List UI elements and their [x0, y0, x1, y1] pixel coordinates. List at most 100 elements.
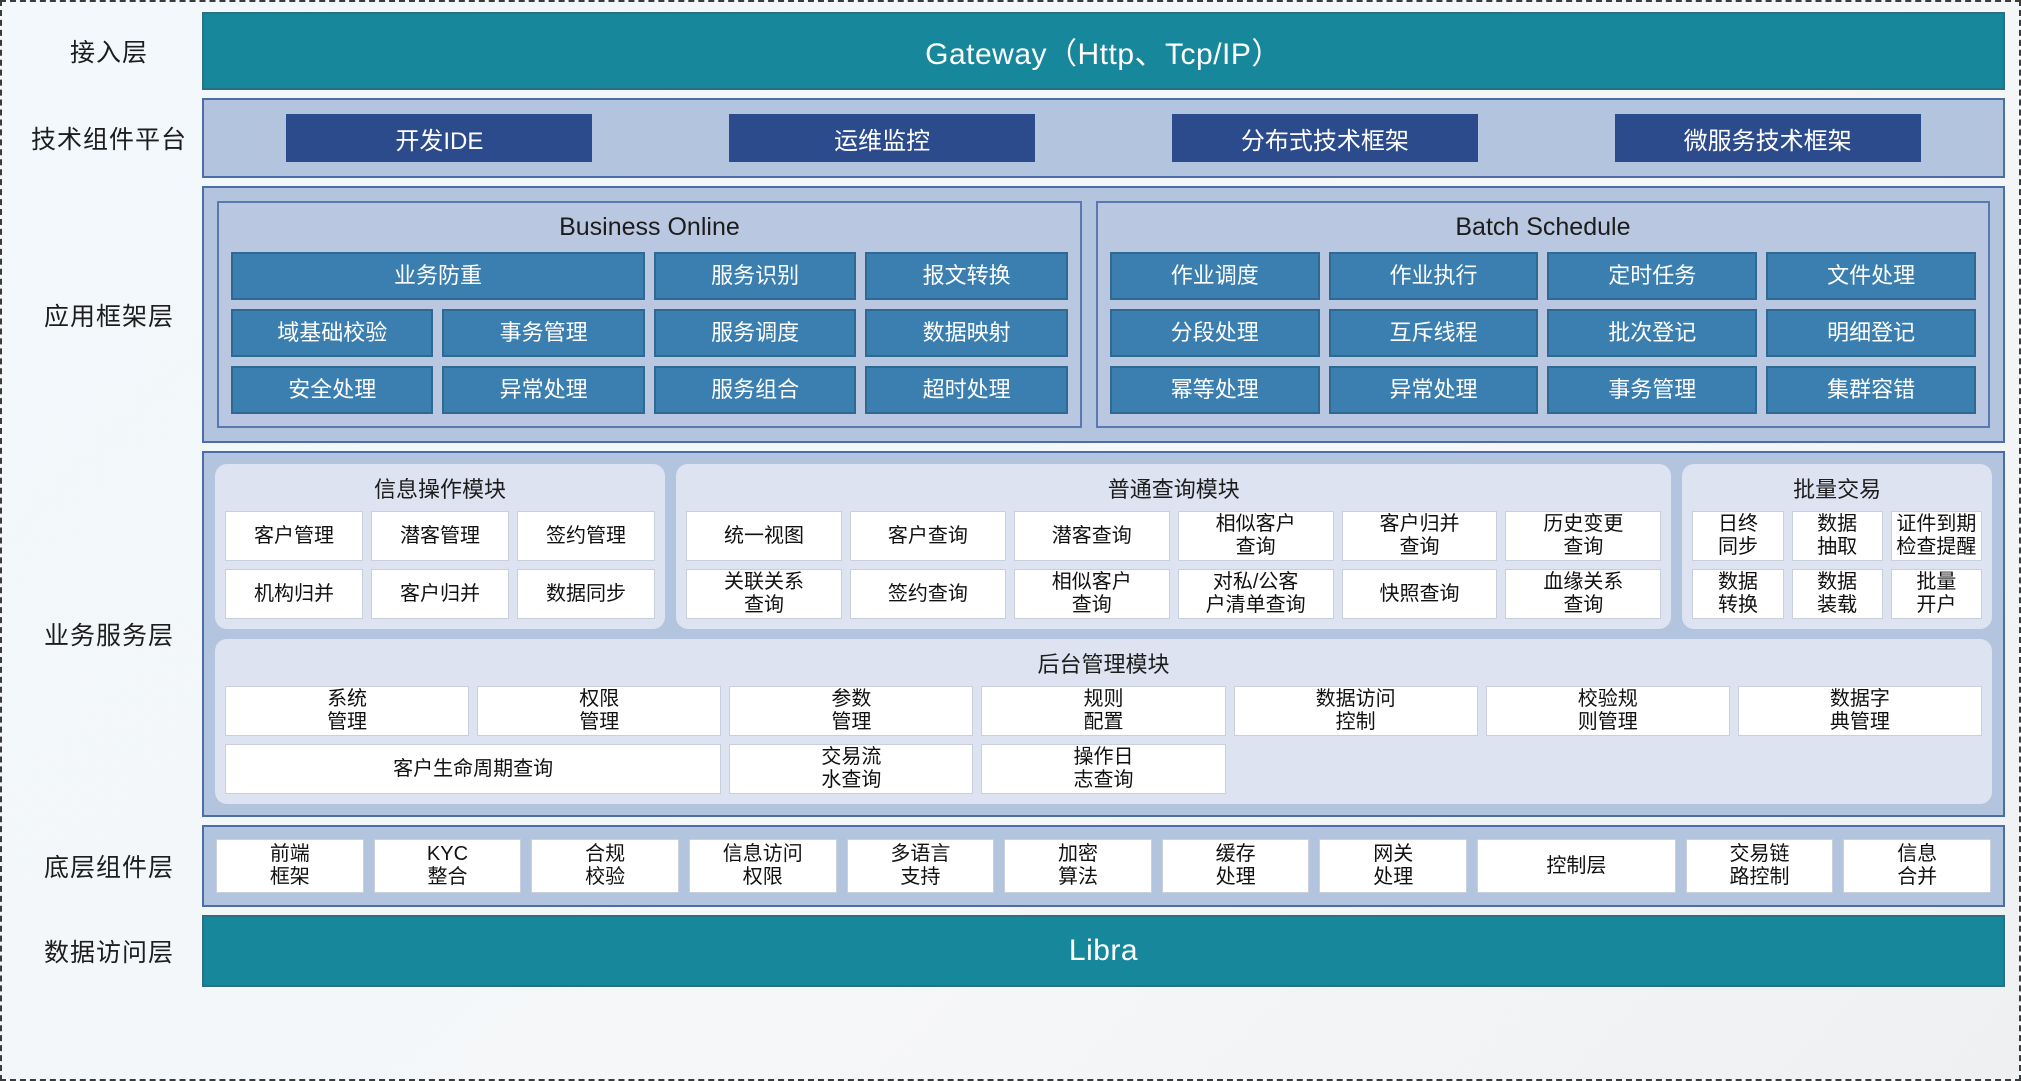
- business-online-grid: 业务防重 服务识别 报文转换 域基础校验 事务管理 服务调度 数据映射 安全处理…: [231, 252, 1068, 414]
- module-title-batch-transaction: 批量交易: [1793, 477, 1882, 502]
- gateway-bar: Gateway（Http、Tcp/IP）: [202, 12, 2005, 90]
- bo-cell-3[interactable]: 报文转换: [865, 252, 1068, 300]
- batch-cell-5[interactable]: 数据装载: [1791, 569, 1883, 619]
- admin-cell-6[interactable]: 校验规则管理: [1485, 686, 1730, 736]
- bo-cell-6[interactable]: 服务调度: [653, 309, 857, 357]
- app-framework-container: Business Online 业务防重 服务识别 报文转换 域基础校验 事务管…: [202, 186, 2005, 443]
- layer-label-component: 底层组件层: [43, 854, 174, 882]
- panel-batch-schedule: Batch Schedule 作业调度 作业执行 定时任务 文件处理 分段处理 …: [1095, 201, 1990, 428]
- component-cell-6[interactable]: 加密算法: [1004, 839, 1152, 893]
- component-cell-7[interactable]: 缓存处理: [1161, 839, 1310, 893]
- admin-cell-10[interactable]: 操作日志查询: [981, 744, 1226, 794]
- query-cell-2[interactable]: 客户查询: [849, 511, 1006, 561]
- layer-access: 接入层 Gateway（Http、Tcp/IP）: [16, 12, 2005, 90]
- admin-cell-9[interactable]: 交易流水查询: [729, 744, 974, 794]
- query-cell-6[interactable]: 历史变更查询: [1505, 511, 1662, 561]
- component-cell-11[interactable]: 信息合并: [1843, 839, 1992, 893]
- bs-cell-5[interactable]: 分段处理: [1109, 309, 1320, 357]
- bs-cell-7[interactable]: 批次登记: [1547, 309, 1758, 357]
- bo-cell-8[interactable]: 安全处理: [231, 366, 434, 414]
- batch-cell-1[interactable]: 日终同步: [1692, 511, 1784, 561]
- admin-cell-7[interactable]: 数据字典管理: [1737, 686, 1982, 736]
- query-cell-5[interactable]: 客户归并查询: [1341, 511, 1498, 561]
- info-cell-6[interactable]: 数据同步: [517, 569, 656, 619]
- admin-cell-8[interactable]: 客户生命周期查询: [225, 744, 722, 794]
- bs-cell-4[interactable]: 文件处理: [1766, 252, 1976, 300]
- business-service-container: 信息操作模块 客户管理 潜客管理 签约管理 机构归并 客户归并 数据同步 普通查…: [202, 451, 2005, 817]
- batch-cell-4[interactable]: 数据转换: [1692, 569, 1784, 619]
- info-operation-grid: 客户管理 潜客管理 签约管理 机构归并 客户归并 数据同步: [225, 511, 656, 619]
- tech-item-microservice-framework[interactable]: 微服务技术框架: [1614, 114, 1921, 162]
- layer-label-appframe: 应用框架层: [43, 302, 174, 331]
- batch-transaction-grid: 日终同步 数据抽取 证件到期检查提醒 数据转换 数据装载 批量开户: [1692, 511, 1982, 619]
- bs-cell-8[interactable]: 明细登记: [1766, 309, 1976, 357]
- bo-cell-5[interactable]: 事务管理: [442, 309, 645, 357]
- batch-schedule-grid: 作业调度 作业执行 定时任务 文件处理 分段处理 互斥线程 批次登记 明细登记 …: [1109, 252, 1976, 414]
- bo-cell-2[interactable]: 服务识别: [653, 252, 857, 300]
- component-cell-5[interactable]: 多语言支持: [846, 839, 995, 893]
- batch-cell-6[interactable]: 批量开户: [1890, 569, 1982, 619]
- query-cell-1[interactable]: 统一视图: [686, 511, 842, 561]
- bo-cell-4[interactable]: 域基础校验: [231, 309, 434, 357]
- query-cell-3[interactable]: 潜客查询: [1013, 511, 1170, 561]
- module-title-info-operation: 信息操作模块: [374, 477, 507, 502]
- bo-cell-11[interactable]: 超时处理: [865, 366, 1068, 414]
- bs-cell-2[interactable]: 作业执行: [1328, 252, 1539, 300]
- tech-item-distributed-framework[interactable]: 分布式技术框架: [1171, 114, 1478, 162]
- admin-cell-2[interactable]: 权限管理: [477, 686, 722, 736]
- bs-cell-3[interactable]: 定时任务: [1547, 252, 1758, 300]
- admin-cell-5[interactable]: 数据访问控制: [1233, 686, 1478, 736]
- layer-label-tech: 技术组件平台: [30, 126, 187, 154]
- query-cell-4[interactable]: 相似客户查询: [1177, 511, 1334, 561]
- layer-app-framework: 应用框架层 Business Online 业务防重 服务识别 报文转换 域基础…: [16, 186, 2005, 443]
- info-cell-1[interactable]: 客户管理: [225, 511, 363, 561]
- admin-cell-3[interactable]: 参数管理: [729, 686, 974, 736]
- module-title-normal-query: 普通查询模块: [1107, 477, 1240, 502]
- query-cell-12[interactable]: 血缘关系查询: [1505, 569, 1662, 619]
- module-batch-transaction: 批量交易 日终同步 数据抽取 证件到期检查提醒 数据转换 数据装载 批量开户: [1682, 464, 1992, 629]
- module-normal-query: 普通查询模块 统一视图 客户查询 潜客查询 相似客户查询 客户归并查询 历史变更…: [676, 464, 1672, 629]
- bs-cell-12[interactable]: 集群容错: [1766, 366, 1976, 414]
- layer-label-bizservice: 业务服务层: [43, 622, 174, 650]
- bs-cell-11[interactable]: 事务管理: [1547, 366, 1758, 414]
- batch-cell-2[interactable]: 数据抽取: [1791, 511, 1883, 561]
- component-cell-1[interactable]: 前端框架: [216, 839, 364, 893]
- query-cell-9[interactable]: 相似客户查询: [1013, 569, 1170, 619]
- component-cell-3[interactable]: 合规校验: [531, 839, 679, 893]
- query-cell-7[interactable]: 关联关系查询: [686, 569, 842, 619]
- bs-cell-1[interactable]: 作业调度: [1109, 252, 1320, 300]
- bo-cell-1[interactable]: 业务防重: [231, 252, 645, 300]
- admin-cell-1[interactable]: 系统管理: [225, 686, 470, 736]
- layer-business-service: 业务服务层 信息操作模块 客户管理 潜客管理 签约管理 机构归并 客户归并 数据…: [16, 451, 2005, 817]
- panel-title-business-online: Business Online: [559, 213, 740, 241]
- component-cell-9[interactable]: 控制层: [1477, 839, 1676, 893]
- tech-item-ide[interactable]: 开发IDE: [286, 114, 593, 162]
- bo-cell-9[interactable]: 异常处理: [442, 366, 645, 414]
- info-cell-4[interactable]: 机构归并: [225, 569, 363, 619]
- layer-label-data: 数据访问层: [43, 939, 174, 967]
- query-cell-8[interactable]: 签约查询: [849, 569, 1006, 619]
- batch-cell-3[interactable]: 证件到期检查提醒: [1890, 511, 1982, 561]
- module-info-operation: 信息操作模块 客户管理 潜客管理 签约管理 机构归并 客户归并 数据同步: [215, 464, 666, 629]
- info-cell-3[interactable]: 签约管理: [517, 511, 656, 561]
- bs-cell-6[interactable]: 互斥线程: [1328, 309, 1539, 357]
- bo-cell-10[interactable]: 服务组合: [653, 366, 857, 414]
- backend-admin-grid: 系统管理 权限管理 参数管理 规则配置 数据访问控制 校验规则管理 数据字典管理…: [225, 686, 1982, 794]
- info-cell-5[interactable]: 客户归并: [371, 569, 510, 619]
- component-cell-8[interactable]: 网关处理: [1319, 839, 1468, 893]
- component-cell-4[interactable]: 信息访问权限: [688, 839, 837, 893]
- biz-modules-row: 信息操作模块 客户管理 潜客管理 签约管理 机构归并 客户归并 数据同步 普通查…: [215, 464, 1992, 629]
- info-cell-2[interactable]: 潜客管理: [371, 511, 510, 561]
- tech-item-ops-monitor[interactable]: 运维监控: [729, 114, 1036, 162]
- bs-cell-10[interactable]: 异常处理: [1328, 366, 1539, 414]
- query-cell-11[interactable]: 快照查询: [1341, 569, 1498, 619]
- panel-business-online: Business Online 业务防重 服务识别 报文转换 域基础校验 事务管…: [217, 201, 1082, 428]
- layer-label-access: 接入层: [69, 39, 148, 67]
- bo-cell-7[interactable]: 数据映射: [865, 309, 1068, 357]
- admin-cell-4[interactable]: 规则配置: [981, 686, 1226, 736]
- component-cell-10[interactable]: 交易链路控制: [1685, 839, 1834, 893]
- bs-cell-9[interactable]: 幂等处理: [1109, 366, 1320, 414]
- query-cell-10[interactable]: 对私/公客户清单查询: [1177, 569, 1334, 619]
